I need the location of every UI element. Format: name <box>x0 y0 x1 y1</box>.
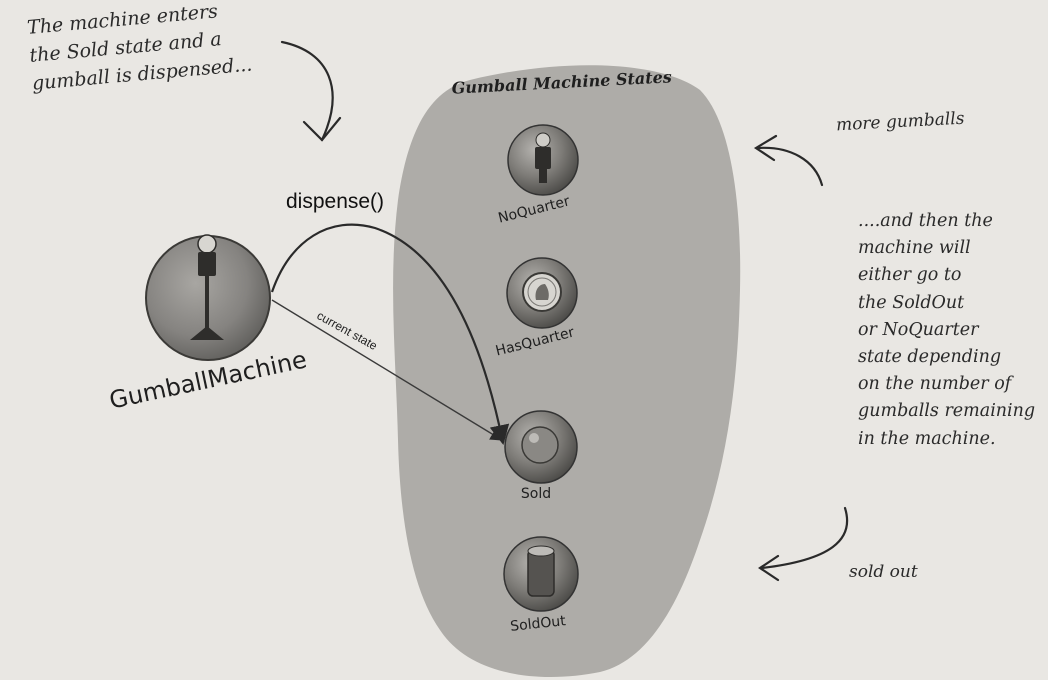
state-label: Sold <box>521 486 551 502</box>
gumball-icon <box>521 426 559 464</box>
empty-machine-icon <box>527 545 555 597</box>
gumball-machine-icon <box>535 132 551 183</box>
gumball-machine-icon <box>190 234 224 340</box>
annotation-sold-out: sold out <box>849 562 918 582</box>
annotation-then-machine: ....and then the machine will either go … <box>858 211 1036 449</box>
state-soldout: SoldOut <box>503 536 579 635</box>
state-label: SoldOut <box>510 613 567 635</box>
states-region <box>393 65 741 677</box>
dispense-arrow <box>270 223 510 445</box>
state-sold: Sold <box>504 410 578 502</box>
pointer-arrow-enters-sold <box>280 40 342 142</box>
quarter-coin-icon <box>522 272 562 312</box>
current-state-arrow <box>271 299 504 441</box>
dispense-label: dispense() <box>286 190 384 213</box>
gumball-machine-node: GumballMachine <box>107 234 309 415</box>
pointer-arrow-more-gumballs <box>753 134 824 187</box>
pointer-arrow-sold-out <box>758 506 849 582</box>
